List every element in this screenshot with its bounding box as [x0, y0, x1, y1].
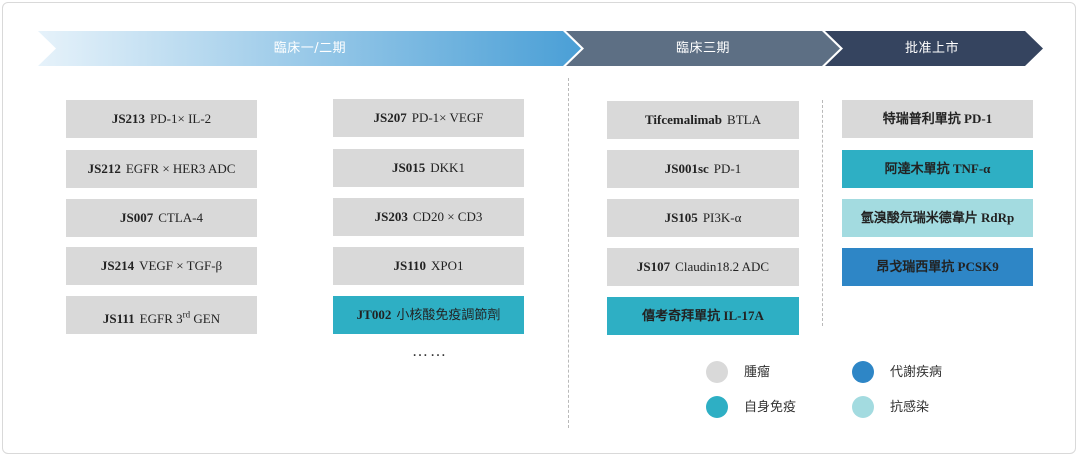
- card-code: JS110: [393, 258, 426, 273]
- phase-label-approved: 批准上市: [904, 41, 959, 56]
- pipeline-card: Tifcemalimab BTLA: [607, 101, 799, 139]
- card-desc: CD20 × CD3: [412, 209, 483, 224]
- card-desc: PD-1× VEGF: [411, 110, 484, 125]
- card-desc: PI3K-α: [702, 210, 742, 225]
- card-desc: BTLA: [727, 112, 761, 127]
- card-code: JS015: [392, 160, 426, 175]
- legend-swatch: [852, 396, 874, 418]
- card-desc: PD-1× IL-2: [150, 111, 212, 126]
- more-ellipsis: ……: [412, 343, 448, 360]
- ordinal-suffix: rd: [182, 310, 191, 320]
- pipeline-card: 氫溴酸氘瑞米德韋片 RdRp: [842, 199, 1033, 237]
- card-desc: 特瑞普利單抗 PD-1: [882, 111, 993, 126]
- phase-divider-1: [568, 78, 569, 428]
- card-desc: EGFR × HER3 ADC: [125, 161, 236, 176]
- card-code: JS105: [664, 210, 698, 225]
- pipeline-card: JS212 EGFR × HER3 ADC: [66, 150, 257, 188]
- card-desc: EGFR 3rd GEN: [139, 310, 221, 327]
- pipeline-card: JS110 XPO1: [333, 247, 524, 285]
- phase-label-phase12: 臨床一/二期: [273, 41, 347, 56]
- pipeline-card: JS203 CD20 × CD3: [333, 198, 524, 236]
- card-code: JS007: [119, 210, 154, 225]
- card-desc: 昂戈瑞西單抗 PCSK9: [876, 259, 999, 274]
- pipeline-card: 昂戈瑞西單抗 PCSK9: [842, 248, 1033, 286]
- pipeline-card: JS214 VEGF × TGF-β: [66, 247, 257, 285]
- pipeline-card: 特瑞普利單抗 PD-1: [842, 100, 1033, 138]
- phase-label-phase3: 臨床三期: [675, 41, 730, 56]
- card-desc: VEGF × TGF-β: [139, 258, 223, 273]
- card-code: JT002: [356, 307, 392, 322]
- phase-divider-2: [822, 100, 823, 326]
- legend-swatch: [706, 361, 728, 383]
- legend-label: 抗感染: [890, 399, 930, 414]
- card-desc: 小核酸免疫調節劑: [396, 307, 501, 322]
- pipeline-card: JS001sc PD-1: [607, 150, 799, 188]
- pipeline-card: 阿達木單抗 TNF-α: [842, 150, 1033, 188]
- pipeline-card: JS213 PD-1× IL-2: [66, 100, 257, 138]
- card-desc: DKK1: [430, 160, 465, 175]
- card-code: JS212: [87, 161, 121, 176]
- pipeline-card: JS107 Claudin18.2 ADC: [607, 248, 799, 286]
- card-desc: PD-1: [713, 161, 742, 176]
- legend-label: 代謝疾病: [890, 364, 943, 379]
- card-code: JS001sc: [664, 161, 709, 176]
- card-code: JS214: [100, 258, 135, 273]
- legend-label: 自身免疫: [744, 399, 797, 414]
- card-desc: 氫溴酸氘瑞米德韋片 RdRp: [860, 210, 1015, 225]
- card-desc: CTLA-4: [158, 210, 203, 225]
- card-desc: XPO1: [431, 258, 464, 273]
- pipeline-card: JS105 PI3K-α: [607, 199, 799, 237]
- pipeline-card: JT002 小核酸免疫調節劑: [333, 296, 524, 334]
- legend-label: 腫瘤: [744, 364, 771, 379]
- card-code: Tifcemalimab: [645, 112, 723, 127]
- pipeline-card: JS207 PD-1× VEGF: [333, 99, 524, 137]
- card-desc: 阿達木單抗 TNF-α: [884, 161, 991, 176]
- card-code: JS213: [111, 111, 146, 126]
- card-code: JS107: [636, 259, 671, 274]
- card-code: JS111: [102, 311, 135, 327]
- phase-arrow-phase12: [38, 31, 581, 66]
- phase-arrow-approved: [825, 31, 1043, 66]
- pipeline-card: JS015 DKK1: [333, 149, 524, 187]
- card-code: JS207: [373, 110, 407, 125]
- card-desc: 僖考奇拜單抗 IL-17A: [642, 308, 764, 323]
- pipeline-card: 僖考奇拜單抗 IL-17A: [607, 297, 799, 335]
- pipeline-card: JS007 CTLA-4: [66, 199, 257, 237]
- legend-swatch: [706, 396, 728, 418]
- phase-arrow-bar: [38, 31, 1043, 66]
- card-code: JS203: [374, 209, 408, 224]
- phase-arrow-phase3: [566, 31, 840, 66]
- card-desc: Claudin18.2 ADC: [675, 259, 770, 274]
- legend-swatch: [852, 361, 874, 383]
